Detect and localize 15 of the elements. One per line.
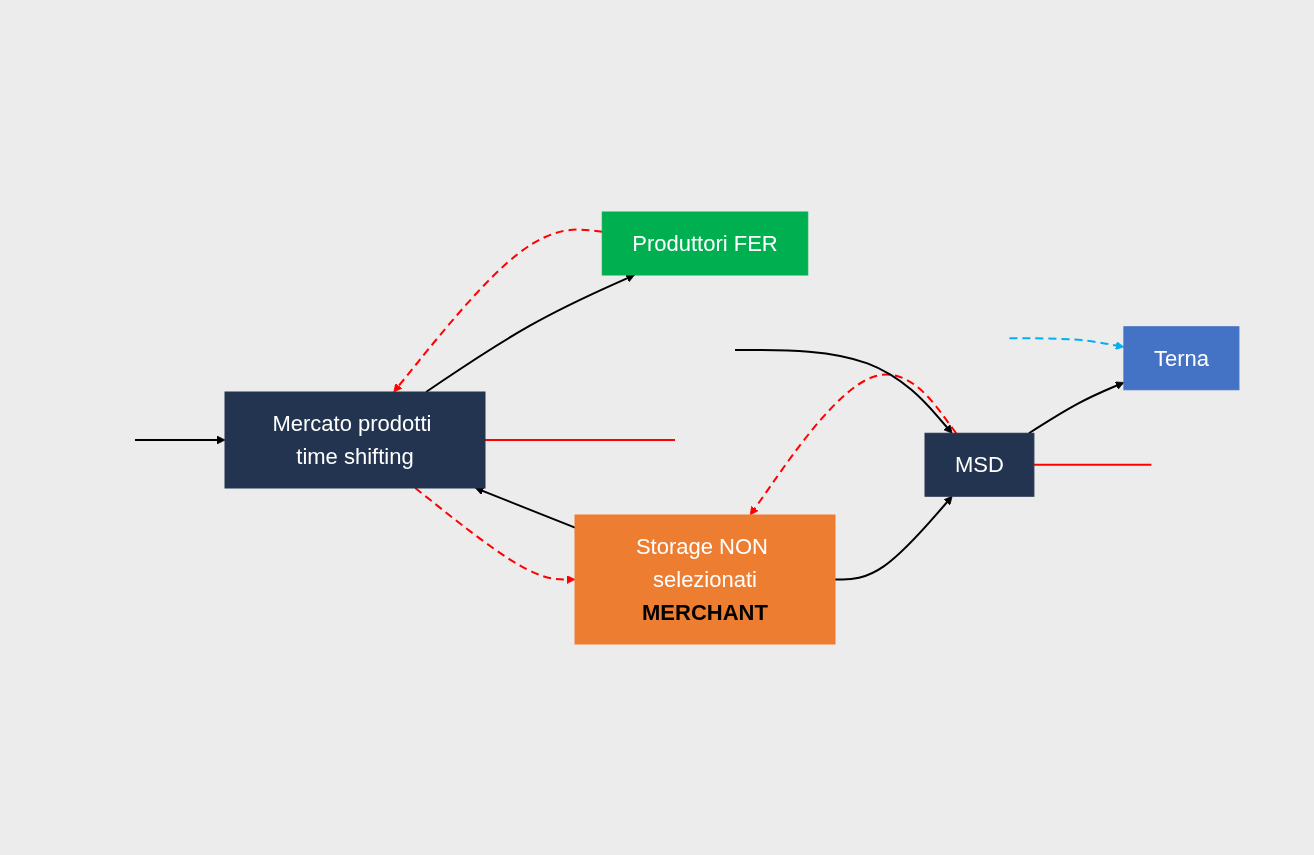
arrow [834,495,953,580]
node-box: Mercato prodotti time shifting [224,391,486,488]
arrow [749,373,958,515]
arrow [1008,336,1125,350]
arrow [393,228,604,392]
arrow [425,273,635,393]
node-box: Produttori FER [601,211,809,275]
arrow [1028,381,1125,434]
arrow [475,486,577,529]
arrow [414,486,576,584]
arrow [734,348,953,434]
node-box: MSD [924,432,1035,497]
node-box: Storage NON selezionati MERCHANT [574,514,836,644]
node-box: Terna [1123,325,1240,390]
arrow [134,435,226,444]
